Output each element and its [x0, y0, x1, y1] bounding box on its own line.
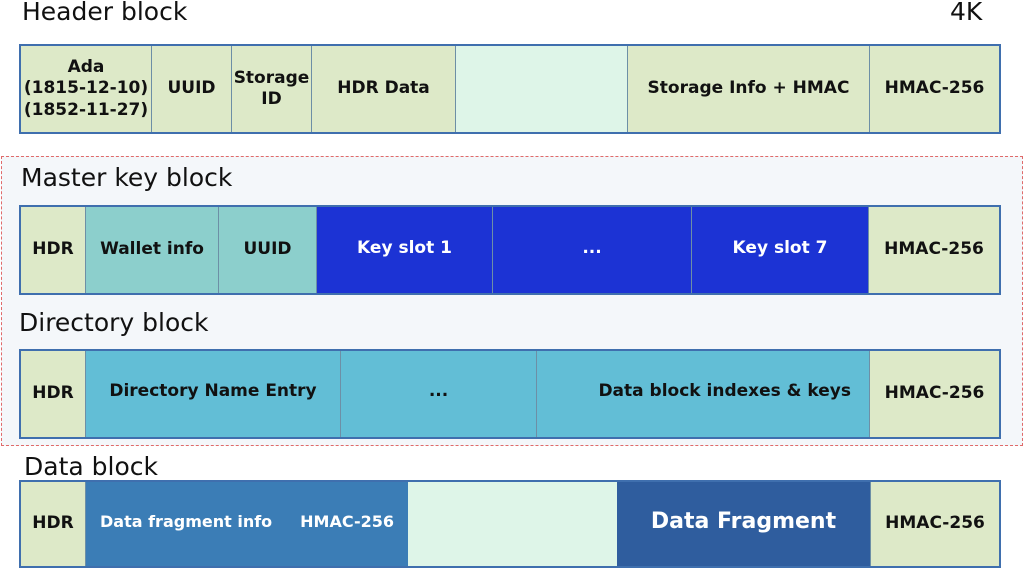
data-fragment-cell: Data Fragment: [617, 482, 871, 566]
header-storage-id-cell: Storage ID: [232, 46, 312, 132]
fragment-hmac-label: HMAC-256: [300, 512, 394, 531]
master-key-block-title: Master key block: [21, 163, 233, 192]
identity-birth-date: (1815-12-10): [23, 78, 149, 99]
key-slot-1-cell: Key slot 1: [317, 207, 493, 293]
master-hmac-cell: HMAC-256: [869, 207, 999, 293]
directory-ellipsis-cell: ...: [341, 351, 537, 437]
data-hmac-cell: HMAC-256: [871, 482, 999, 566]
directory-block-band: HDR Directory Name Entry ... Data block …: [19, 349, 1001, 439]
directory-hmac-cell: HMAC-256: [870, 351, 999, 437]
identity-death-date: (1852-11-27): [23, 99, 149, 120]
header-block-size: 4K: [950, 0, 983, 26]
header-storage-info-cell: Storage Info + HMAC: [628, 46, 870, 132]
key-slot-ellipsis-cell: ...: [493, 207, 692, 293]
directory-indexes-cell: Data block indexes & keys: [537, 351, 870, 437]
data-block-title: Data block: [24, 452, 158, 481]
master-wallet-info-cell: Wallet info: [86, 207, 219, 293]
header-identity-cell: Ada (1815-12-10) (1852-11-27): [21, 46, 152, 132]
directory-block-title: Directory block: [19, 308, 209, 337]
header-block-title: Header block: [22, 0, 188, 26]
storage-id-line-1: Storage: [233, 67, 310, 88]
header-hdr-data-cell: HDR Data: [312, 46, 456, 132]
master-hdr-cell: HDR: [21, 207, 86, 293]
master-key-block-band: HDR Wallet info UUID Key slot 1 ... Key …: [19, 205, 1001, 295]
data-fragment-info-cell: Data fragment info HMAC-256: [86, 482, 408, 566]
master-uuid-cell: UUID: [219, 207, 317, 293]
storage-id-line-2: ID: [261, 89, 282, 109]
header-hmac-cell: HMAC-256: [870, 46, 999, 132]
header-empty-cell: [456, 46, 628, 132]
directory-name-entry-cell: Directory Name Entry: [86, 351, 341, 437]
header-block-band: Ada (1815-12-10) (1852-11-27) UUID Stora…: [19, 44, 1001, 134]
key-slot-7-cell: Key slot 7: [692, 207, 869, 293]
identity-name: Ada: [67, 57, 105, 78]
data-hdr-cell: HDR: [21, 482, 86, 566]
fragment-info-label: Data fragment info: [100, 512, 273, 531]
data-empty-cell: [408, 482, 617, 566]
directory-hdr-cell: HDR: [21, 351, 86, 437]
header-uuid-cell: UUID: [152, 46, 232, 132]
data-block-band: HDR Data fragment info HMAC-256 Data Fra…: [19, 480, 1001, 568]
